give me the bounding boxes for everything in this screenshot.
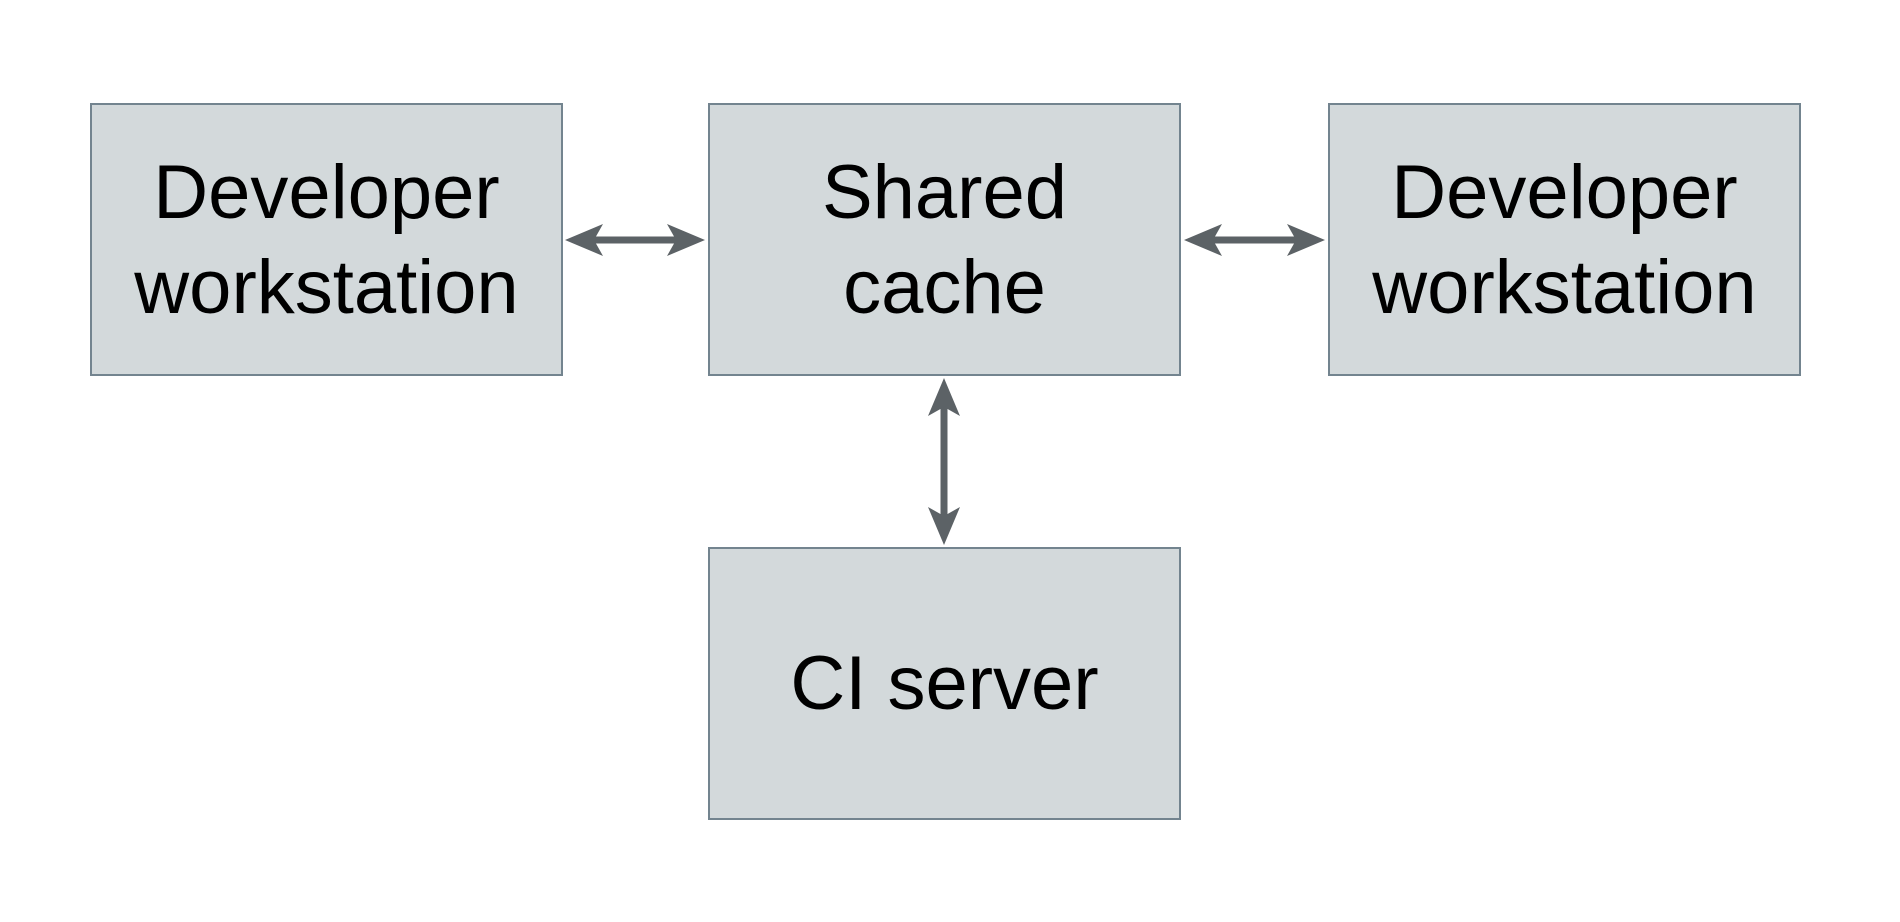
node-ci-server: CI server bbox=[708, 547, 1181, 820]
node-shared-cache: Shared cache bbox=[708, 103, 1181, 376]
node-label: Developer workstation bbox=[134, 149, 519, 330]
node-developer-workstation-right: Developer workstation bbox=[1328, 103, 1801, 376]
node-label: CI server bbox=[790, 641, 1099, 726]
node-label: Shared cache bbox=[821, 149, 1068, 330]
bidirectional-arrow-cache-right-icon bbox=[1184, 224, 1325, 256]
bidirectional-arrow-cache-ci-icon bbox=[928, 378, 960, 545]
node-developer-workstation-left: Developer workstation bbox=[90, 103, 563, 376]
node-label: Developer workstation bbox=[1372, 149, 1757, 330]
bidirectional-arrow-left-cache-icon bbox=[565, 224, 705, 256]
